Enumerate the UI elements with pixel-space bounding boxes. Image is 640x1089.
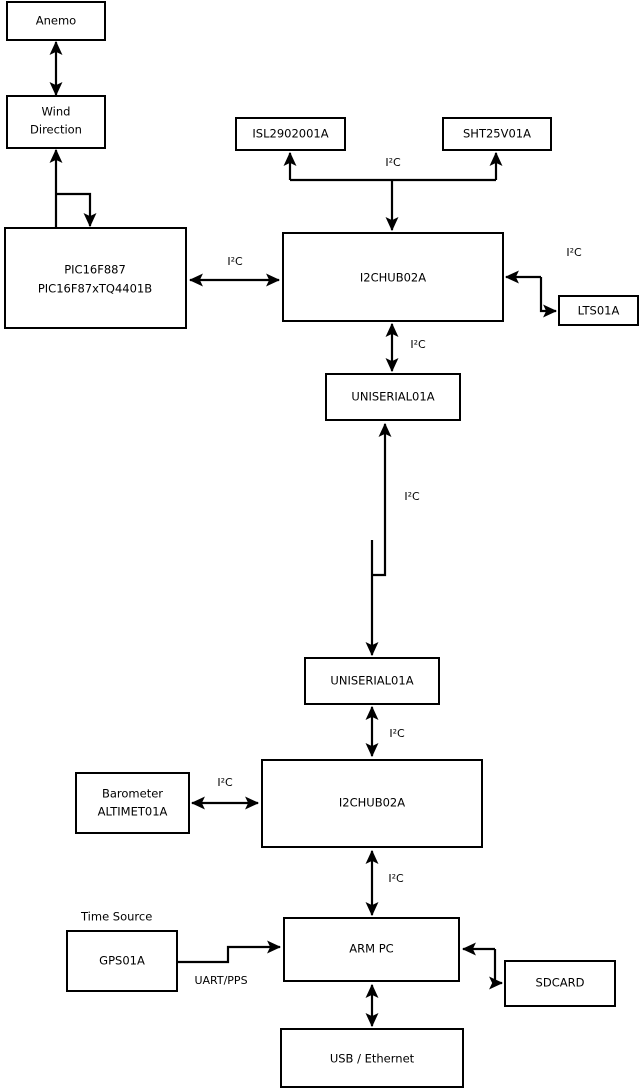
link-hubtop-lts-out [539, 277, 558, 318]
node-barometer-label-line1: Barometer [102, 787, 163, 801]
link-armpc-sdcard-out [489, 949, 504, 990]
node-usb-ethernet-label: USB / Ethernet [330, 1052, 415, 1066]
node-barometer[interactable]: Barometer ALTIMET01A [75, 772, 190, 834]
edge-labels: I²C I²C I²C I²C I²C I²C I²C I²C UART/PPS [194, 156, 582, 987]
node-sdcard-label: SDCARD [536, 976, 585, 990]
node-lts01a-label: LTS01A [578, 304, 620, 318]
link-gps-armpc [178, 940, 282, 964]
node-pic-label-line1: PIC16F887 [64, 263, 126, 277]
node-gps01a-label: GPS01A [99, 954, 145, 968]
node-arm-pc[interactable]: ARM PC [283, 917, 460, 982]
link-uniserial-long [372, 422, 392, 577]
edge-label-hub-lts: I²C [566, 246, 582, 259]
node-i2chub02a-bottom[interactable]: I2CHUB02A [261, 759, 483, 848]
node-pic-label-line2: PIC16F87xTQ4401B [38, 282, 152, 296]
node-i2chub02a-bottom-label: I2CHUB02A [339, 796, 405, 810]
node-uniserial01a-top-label: UNISERIAL01A [351, 390, 434, 404]
free-labels: Time Source [80, 910, 152, 924]
node-gps01a[interactable]: GPS01A [66, 930, 178, 992]
node-uniserial01a-bottom[interactable]: UNISERIAL01A [304, 657, 440, 705]
node-lts01a[interactable]: LTS01A [558, 295, 639, 326]
node-anemo[interactable]: Anemo [6, 1, 106, 41]
node-anemo-label: Anemo [36, 14, 76, 28]
connectors [49, 40, 558, 1028]
node-arm-pc-label: ARM PC [349, 942, 393, 956]
edge-label-isl-sht-bus: I²C [385, 156, 401, 169]
edge-label-barometer-hub: I²C [217, 776, 233, 789]
node-usb-ethernet[interactable]: USB / Ethernet [280, 1028, 464, 1088]
node-wind-direction[interactable]: Wind Direction [6, 95, 106, 149]
edge-label-uniserial-link: I²C [404, 490, 420, 503]
node-sht25v01a-label: SHT25V01A [463, 127, 531, 141]
edge-label-hub-armpc: I²C [388, 872, 404, 885]
node-pic[interactable]: PIC16F887 PIC16F87xTQ4401B [4, 227, 187, 329]
node-barometer-label-line2: ALTIMET01A [98, 805, 168, 819]
node-i2chub02a-top[interactable]: I2CHUB02A [282, 232, 504, 322]
node-isl2902001a-label: ISL2902001A [252, 127, 328, 141]
edge-label-hub-uniserial: I²C [410, 338, 426, 351]
node-isl2902001a[interactable]: ISL2902001A [235, 117, 346, 151]
node-wind-direction-label-line1: Wind [42, 105, 71, 119]
node-sht25v01a[interactable]: SHT25V01A [442, 117, 552, 151]
node-uniserial01a-top[interactable]: UNISERIAL01A [325, 373, 461, 421]
label-time-source: Time Source [80, 910, 152, 924]
node-i2chub02a-top-label: I2CHUB02A [360, 271, 426, 285]
node-sdcard[interactable]: SDCARD [504, 960, 616, 1007]
edge-label-uniserial-hub-bottom: I²C [389, 727, 405, 740]
edge-label-gps-armpc: UART/PPS [194, 974, 247, 987]
node-uniserial01a-bottom-label: UNISERIAL01A [330, 674, 413, 688]
link-wind-pic-down [56, 192, 97, 228]
node-wind-direction-label-line2: Direction [30, 123, 82, 137]
edge-label-pic-hub: I²C [227, 255, 243, 268]
